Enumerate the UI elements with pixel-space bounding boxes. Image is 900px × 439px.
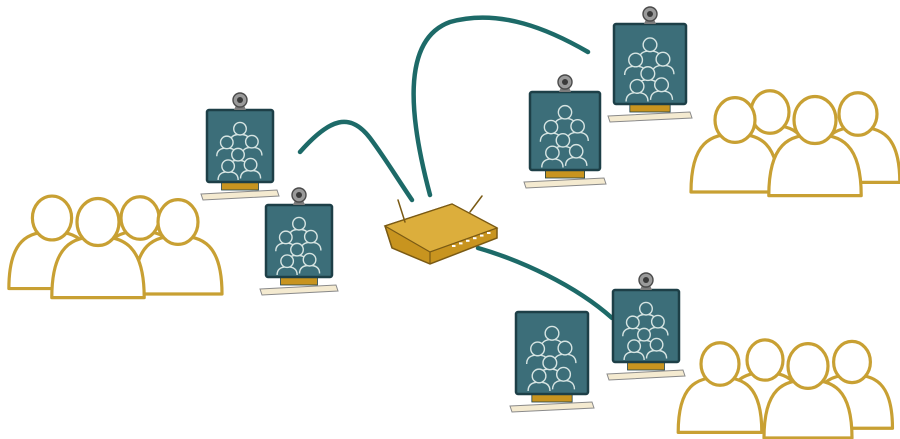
- screen-person-head: [281, 255, 294, 268]
- screen-person-head: [222, 160, 235, 173]
- screen-person-head: [221, 136, 234, 149]
- router-led: [452, 245, 456, 247]
- screen-person-head: [638, 328, 651, 341]
- person-head: [77, 198, 119, 245]
- screen-person-head: [557, 367, 571, 381]
- screen-person-head: [543, 356, 557, 370]
- person-head: [747, 340, 783, 380]
- screen-person-head: [280, 231, 293, 244]
- video-monitor: [510, 312, 594, 412]
- screen-person-head: [244, 158, 257, 171]
- router-icon: [385, 196, 497, 264]
- monitor-screen: [530, 92, 600, 170]
- screen-person-head: [545, 326, 559, 340]
- screen-person-head: [641, 67, 655, 81]
- monitor-screen: [613, 290, 679, 362]
- screen-person-head: [556, 134, 569, 147]
- screen-person-head: [532, 369, 546, 383]
- person-head: [32, 196, 71, 240]
- video-monitor: [260, 188, 338, 295]
- network-cable: [300, 122, 412, 200]
- person-head: [788, 344, 828, 389]
- monitor-base: [608, 112, 692, 122]
- person-head: [839, 93, 877, 136]
- screen-person-head: [629, 53, 643, 67]
- screen-person-head: [303, 253, 316, 266]
- screen-person-head: [628, 340, 641, 353]
- people-layer: [9, 91, 900, 438]
- video-monitor: [608, 7, 692, 122]
- network-cable: [478, 248, 612, 318]
- camera-lens: [562, 79, 568, 85]
- screen-person-head: [630, 80, 644, 94]
- video-monitor: [201, 93, 279, 200]
- screen-person-head: [655, 78, 669, 92]
- router-led: [459, 242, 463, 244]
- screen-person-head: [643, 38, 657, 52]
- screen-person-head: [531, 342, 545, 356]
- router-led: [480, 235, 484, 237]
- router-led: [466, 240, 470, 242]
- monitor-screen: [207, 110, 273, 182]
- screen-person-head: [656, 52, 670, 66]
- monitor-screen: [516, 312, 588, 394]
- monitor-base: [260, 285, 338, 295]
- screen-person-head: [652, 315, 665, 328]
- screen-person-head: [293, 217, 306, 230]
- camera-lens: [237, 97, 243, 103]
- person-head: [834, 341, 871, 382]
- camera-lens: [647, 11, 653, 17]
- monitor-base: [607, 370, 685, 380]
- screen-person-head: [650, 338, 663, 351]
- screen-person-head: [246, 135, 259, 148]
- screen-person-head: [232, 148, 245, 161]
- monitor-base: [201, 190, 279, 200]
- camera-lens: [296, 192, 302, 198]
- screen-person-head: [305, 230, 318, 243]
- monitor-screen: [614, 24, 686, 104]
- monitor-base: [524, 178, 606, 188]
- camera-lens: [643, 277, 649, 283]
- screen-person-head: [571, 120, 584, 133]
- person-head: [121, 197, 159, 240]
- screen-person-head: [640, 302, 653, 315]
- person-head: [751, 91, 789, 134]
- screen-person-head: [544, 120, 557, 133]
- monitor-screen: [266, 205, 332, 277]
- screen-person-head: [546, 146, 559, 159]
- monitor-base: [510, 402, 594, 412]
- screen-person-head: [558, 106, 571, 119]
- person-head: [794, 96, 836, 143]
- screen-person-head: [291, 243, 304, 256]
- screen-person-head: [570, 145, 583, 158]
- router-led: [473, 237, 477, 239]
- video-monitor: [524, 75, 606, 188]
- video-monitor: [607, 273, 685, 380]
- screen-person-head: [558, 341, 572, 355]
- screen-person-head: [627, 316, 640, 329]
- person-head: [715, 98, 755, 143]
- router-led: [487, 232, 491, 234]
- person-head: [701, 343, 739, 386]
- screen-person-head: [234, 122, 247, 135]
- person-head: [158, 200, 198, 245]
